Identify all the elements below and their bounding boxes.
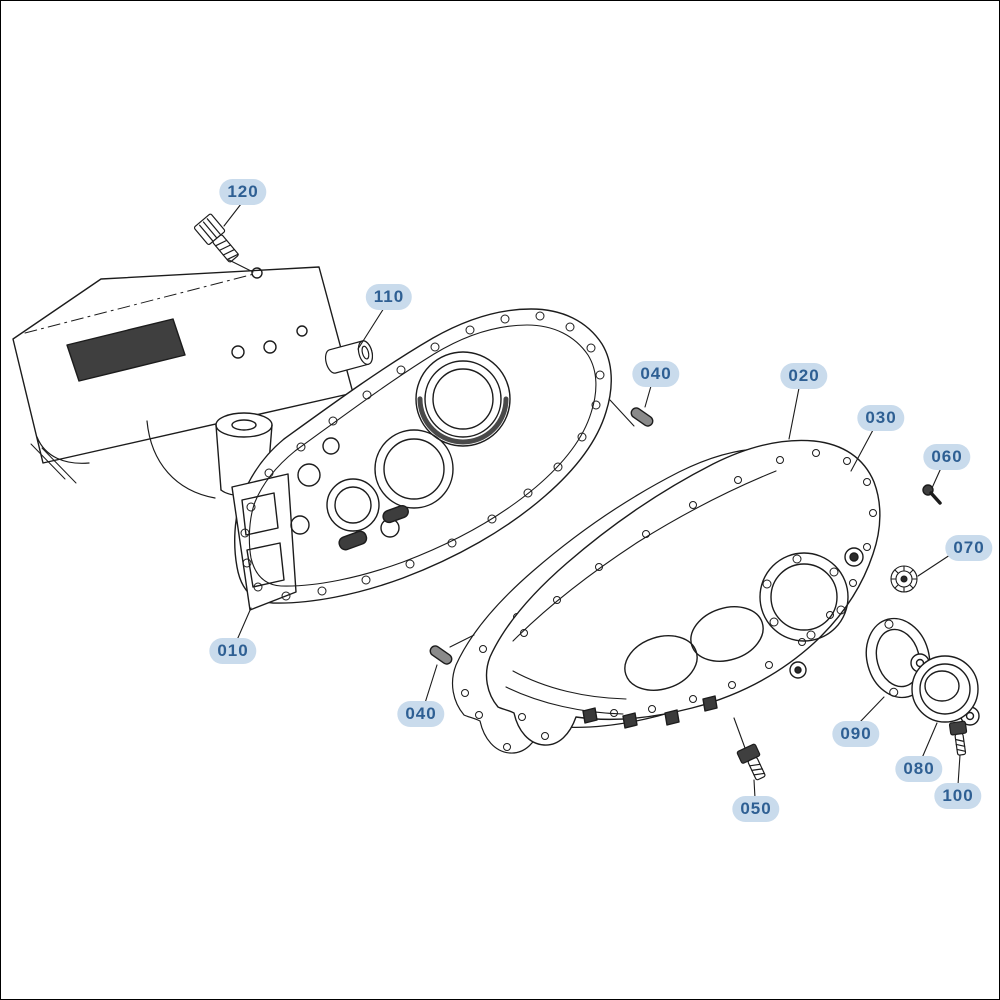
screw-060-part xyxy=(922,484,942,505)
nut-070-part xyxy=(890,565,918,593)
callout-050[interactable]: 050 xyxy=(732,796,780,822)
leader-lines xyxy=(223,203,961,799)
bolt-050-part xyxy=(736,743,766,781)
gear-case-part xyxy=(231,308,612,611)
callout-120[interactable]: 120 xyxy=(219,179,267,205)
callout-100[interactable]: 100 xyxy=(934,783,982,809)
callout-040-lower[interactable]: 040 xyxy=(397,701,445,727)
callout-030[interactable]: 030 xyxy=(857,405,905,431)
callout-110[interactable]: 110 xyxy=(365,284,413,310)
callout-090[interactable]: 090 xyxy=(832,721,880,747)
bolt-120-part xyxy=(193,213,239,263)
frame-plate xyxy=(12,266,354,499)
callout-070[interactable]: 070 xyxy=(945,535,993,561)
cap-080-part xyxy=(910,653,980,726)
callout-040-upper[interactable]: 040 xyxy=(632,361,680,387)
pin-040-lower-part xyxy=(429,645,453,665)
callout-010[interactable]: 010 xyxy=(209,638,257,664)
pin-040-upper-part xyxy=(630,407,654,427)
case-cover-part xyxy=(485,439,881,746)
callout-020[interactable]: 020 xyxy=(780,363,828,389)
collar-110-part xyxy=(324,340,374,374)
callout-060[interactable]: 060 xyxy=(923,444,971,470)
bolt-100-part xyxy=(948,720,968,756)
callout-080[interactable]: 080 xyxy=(895,756,943,782)
